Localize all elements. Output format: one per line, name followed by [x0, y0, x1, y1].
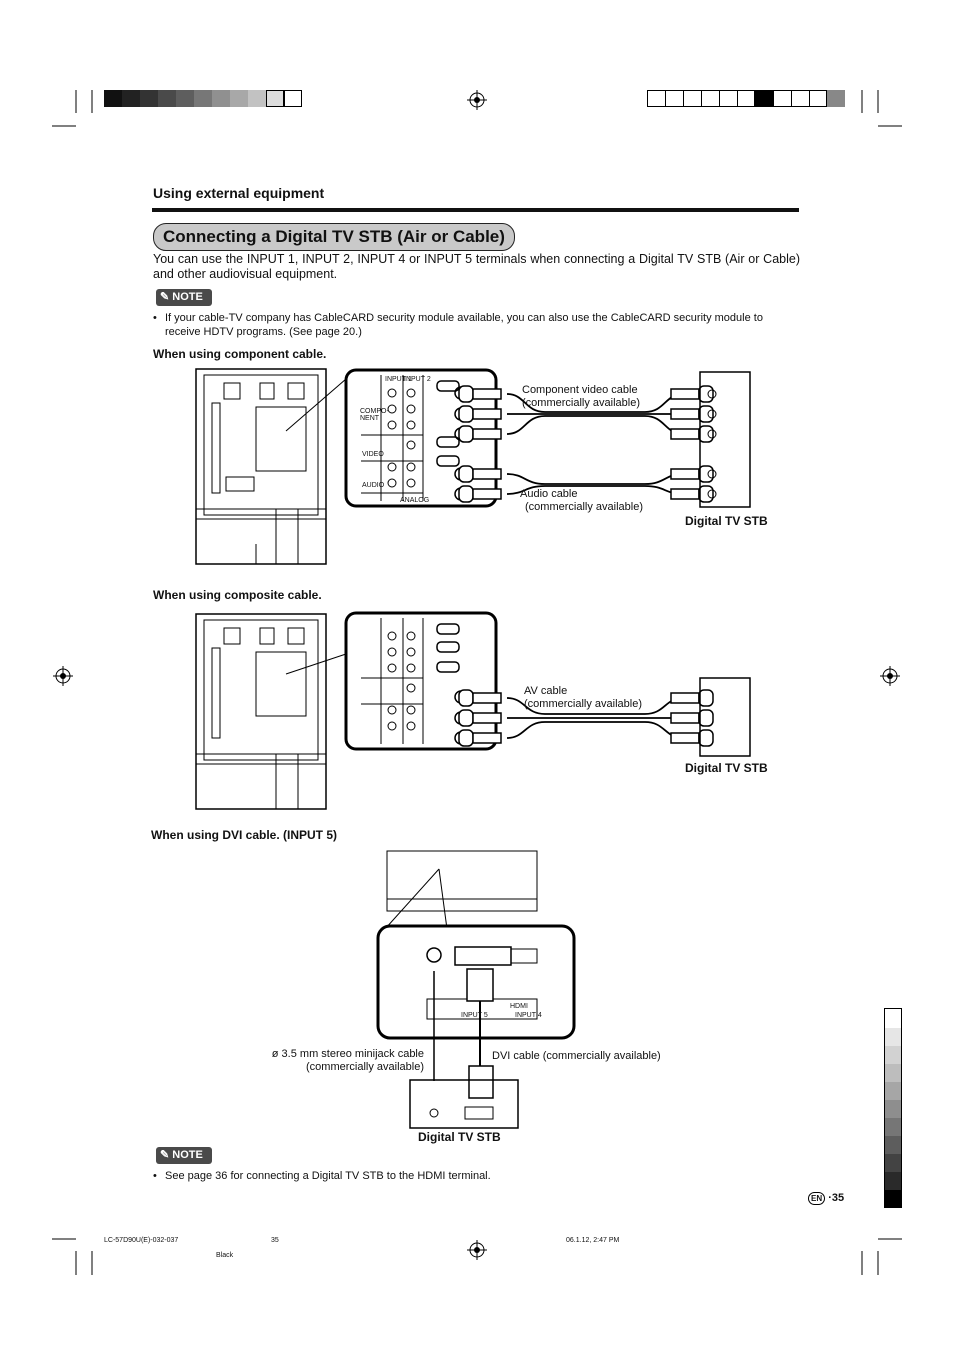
- panel-hdmi: HDMI: [510, 1003, 528, 1010]
- diagram1-cable2-label: Audio cable (commercially available): [520, 488, 643, 514]
- intro-text: You can use the INPUT 1, INPUT 2, INPUT …: [153, 252, 800, 281]
- av-cable-name: AV cable: [524, 685, 568, 697]
- grayscale-strip: [884, 1008, 902, 1208]
- panel-input4: INPUT 4: [515, 1012, 542, 1019]
- diagram2-heading: When using composite cable.: [153, 588, 322, 602]
- diagram2-tv-back: [195, 613, 347, 810]
- panel-input2: INPUT 2: [404, 376, 431, 383]
- diagram3-drawing: [376, 850, 576, 1129]
- av-cable-sub: (commercially available): [524, 698, 642, 710]
- cable1-name: Component video cable: [522, 384, 638, 396]
- pencil-icon: ✎: [160, 1149, 170, 1161]
- registration-mark-left: [53, 666, 73, 686]
- pencil-icon: ✎: [160, 291, 170, 303]
- diagram1-cables: [458, 371, 751, 508]
- cable2-name: Audio cable: [520, 488, 578, 500]
- note-label-2: NOTE: [172, 1149, 203, 1161]
- note-text: If your cable-TV company has CableCARD s…: [165, 312, 763, 338]
- panel-input1: INPUT 1: [385, 376, 412, 383]
- diagram3-dvi-cable-label: DVI cable (commercially available): [492, 1050, 661, 1062]
- note-badge: ✎ NOTE: [156, 289, 212, 306]
- diagram1-heading: When using component cable.: [153, 347, 327, 361]
- page-number-area: EN ·35: [808, 1192, 844, 1205]
- footer-file: LC-57D90U(E)-032-037: [104, 1237, 179, 1244]
- section-rule: [152, 208, 799, 212]
- diagram2-cables: [458, 677, 751, 757]
- panel-analog: ANALOG: [400, 497, 430, 504]
- note-bullet: •: [153, 312, 157, 324]
- panel-audio: AUDIO: [362, 482, 385, 489]
- footer-page: 35: [271, 1237, 279, 1244]
- registration-mark-right: [880, 666, 900, 686]
- note-badge-2: ✎ NOTE: [156, 1147, 212, 1164]
- note2-text: See page 36 for connecting a Digital TV …: [165, 1170, 491, 1182]
- diagram3-heading: When using DVI cable. (INPUT 5): [151, 828, 338, 842]
- diagram3-audio-cable-label: ø 3.5 mm stereo minijack cable (commerci…: [255, 1048, 424, 1074]
- panel-input5: INPUT 5: [461, 1012, 488, 1019]
- page-number: 35: [831, 1192, 845, 1204]
- registration-marks-top: [52, 90, 902, 127]
- panel-video: VIDEO: [362, 451, 384, 458]
- language-badge: EN: [808, 1192, 826, 1205]
- cable1-sub: (commercially available): [522, 397, 640, 409]
- diagram2-device-label: Digital TV STB: [685, 761, 768, 775]
- section-header: Using external equipment: [153, 185, 325, 201]
- diagram1-tv-back: [195, 368, 347, 565]
- note2-bullet: •: [153, 1170, 157, 1182]
- cable2-sub: (commercially available): [525, 501, 643, 513]
- minijack-cable-name: ø 3.5 mm stereo minijack cable: [271, 1048, 424, 1060]
- panel-component: COMPO-NENT: [360, 408, 389, 422]
- footer-plate: Black: [216, 1252, 234, 1259]
- registration-marks-bottom: [52, 1238, 902, 1275]
- diagram1-cable1-label: Component video cable (commercially avai…: [522, 384, 640, 410]
- note-label: NOTE: [172, 291, 203, 303]
- minijack-cable-sub: (commercially available): [306, 1061, 424, 1073]
- diagram1-device-label: Digital TV STB: [685, 514, 768, 528]
- footer-date: 06.1.12, 2:47 PM: [566, 1237, 620, 1244]
- diagram2-cable-label: AV cable (commercially available): [524, 685, 642, 711]
- page-title: Connecting a Digital TV STB (Air or Cabl…: [153, 223, 515, 251]
- diagram3-device-label: Digital TV STB: [418, 1130, 501, 1144]
